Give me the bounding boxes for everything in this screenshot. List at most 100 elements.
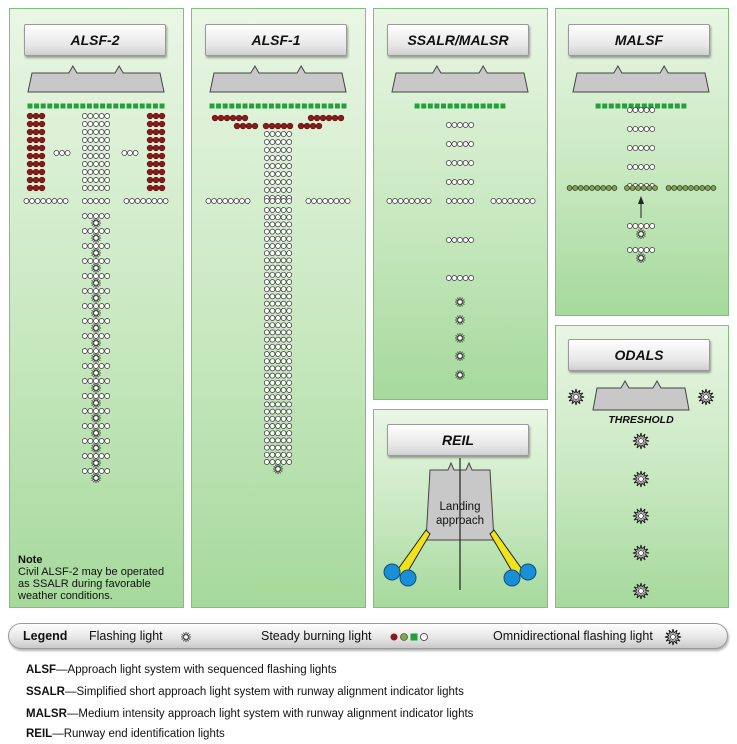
white-light [275,379,281,386]
white-light [286,147,293,153]
white-light [327,198,334,204]
white-light [403,198,410,204]
white-light [81,169,88,175]
flashing-light-icon [91,218,101,228]
white-light [93,129,99,135]
red-light [158,152,166,160]
green-light [47,103,53,109]
white-light [344,198,351,204]
red-light [315,122,323,130]
flashing-light-icon [91,308,101,318]
white-light [93,303,99,309]
white-light [638,223,644,229]
white-light [275,365,281,372]
white-light [280,387,287,393]
white-light [445,122,452,128]
white-light [529,198,536,204]
white-light [269,235,276,242]
approach-label: approach [436,515,484,527]
red-light [152,184,160,192]
red-light [146,152,154,160]
white-light [275,351,281,357]
reil-strobe-light [503,569,521,587]
white-light [269,430,276,437]
malsf-title: MALSF [568,24,710,56]
white-light [626,107,633,113]
white-light [280,423,287,429]
white-light [129,198,135,204]
white-light [286,271,293,278]
white-light [81,408,88,414]
white-light [275,279,281,285]
flashing-light-icon [636,253,646,263]
white-light [286,336,293,343]
omni-core [703,394,709,400]
white-light [93,348,99,354]
green-light [500,103,506,109]
white-light [87,145,94,151]
white-light [638,126,644,132]
white-light [649,223,656,229]
white-light [104,393,111,399]
white-light [81,129,88,135]
white-light [98,145,105,151]
white-light [104,185,111,191]
white-light [263,401,270,408]
white-light [280,394,287,401]
white-light [626,247,633,253]
white-light [269,336,276,343]
white-light [280,358,287,365]
white-light [29,198,35,204]
white-light [62,198,69,204]
white-light [286,131,293,137]
flash-core [93,325,99,331]
white-light [275,430,281,437]
legend-bar: Legend Flashing light Steady burning lig… [8,623,728,649]
white-light [286,365,293,372]
white-light [275,343,281,350]
white-light [280,243,287,249]
white-light [286,423,293,429]
white-light [57,198,63,204]
white-light [87,273,94,279]
white-light [104,378,111,384]
olive-light [676,185,683,191]
red-light [146,176,154,184]
white-light [649,145,656,151]
green-light [635,103,641,109]
white-light [263,387,270,393]
white-light [81,243,88,249]
abbr-alsf: ALSF—Approach light system with sequence… [26,664,337,676]
white-light [275,293,281,300]
white-light [263,250,270,257]
flashing-light-icon [91,293,101,303]
red-light [325,114,333,122]
flashing-light-icon [455,333,465,343]
red-light [32,144,40,152]
white-light [269,444,276,451]
white-light [81,303,88,309]
white-light [286,408,293,415]
white-light [269,459,276,465]
white-light [280,257,287,264]
white-light [98,198,105,204]
white-light [286,394,293,401]
white-light [81,185,88,191]
abbr-malsr: MALSR—Medium intensity approach light sy… [26,708,474,720]
green-light [216,103,222,109]
white-light [638,145,644,151]
white-light [263,423,270,429]
red-light [38,152,46,160]
white-light [275,387,281,393]
reil-title: REIL [387,424,529,456]
white-light [104,198,111,204]
red-light [152,176,160,184]
olive-light [605,185,612,191]
white-light [263,286,270,293]
red-light [32,120,40,128]
white-light [445,179,452,185]
green-light [441,103,446,109]
green-light [262,103,268,109]
white-light [275,235,281,242]
green-light [341,103,347,109]
